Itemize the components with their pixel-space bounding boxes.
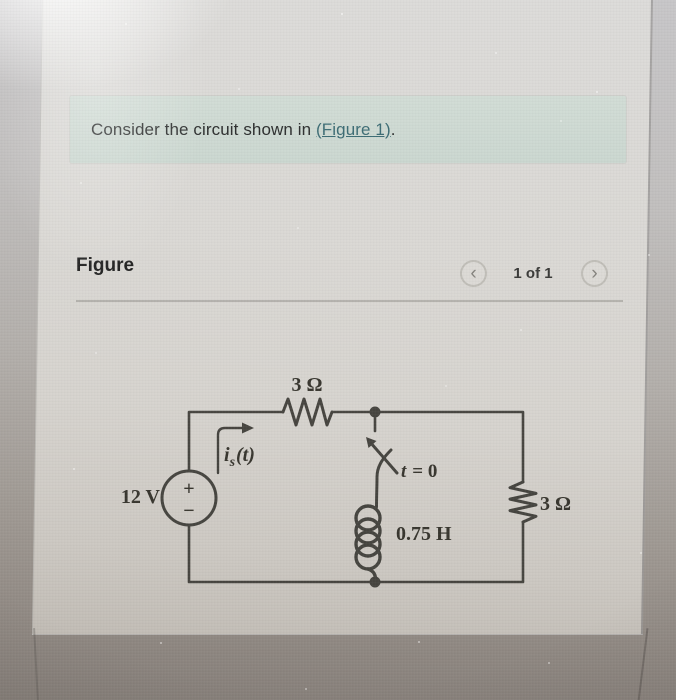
source-value-label: 12 V [121, 486, 161, 508]
resistor-top-icon [281, 397, 334, 427]
right-resistor-label: 3 Ω [540, 493, 571, 515]
inductor-icon [354, 504, 382, 584]
current-label: is(t) [224, 444, 255, 470]
node-top [369, 406, 381, 418]
minus-sign: − [183, 500, 194, 522]
inductor-label: 0.75 H [396, 523, 452, 545]
plus-sign: + [183, 478, 194, 500]
top-resistor-label: 3 Ω [291, 374, 322, 396]
switch-label: t= 0 [401, 461, 437, 482]
switch-lead [375, 448, 393, 509]
resistor-right-icon [508, 480, 538, 524]
current-arrowhead [242, 422, 254, 434]
